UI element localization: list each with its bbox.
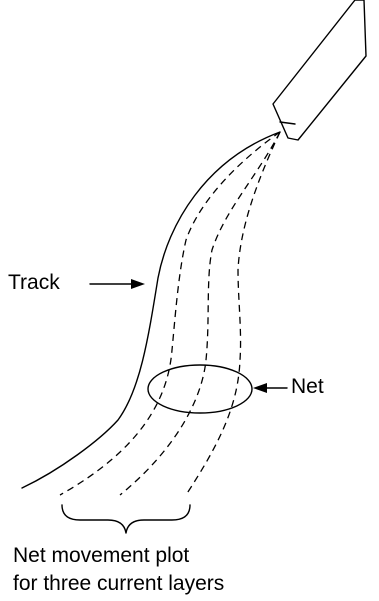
net-label: Net [291, 375, 324, 398]
vessel-hull [272, 0, 367, 141]
vessel-stern-line [279, 121, 296, 125]
curly-brace [61, 504, 191, 534]
caption-line-2: for three current layers [13, 572, 224, 595]
track-arrow-head [131, 279, 145, 289]
net-arrow-head [253, 383, 267, 393]
track-label: Track [8, 271, 60, 294]
current-layer-plot-2 [119, 131, 281, 496]
current-layer-plot-1 [59, 131, 281, 496]
current-layer-plot-3 [185, 131, 281, 496]
track-line [21, 131, 281, 489]
caption-line-1: Net movement plot [13, 544, 189, 567]
net-ellipse [147, 364, 253, 414]
